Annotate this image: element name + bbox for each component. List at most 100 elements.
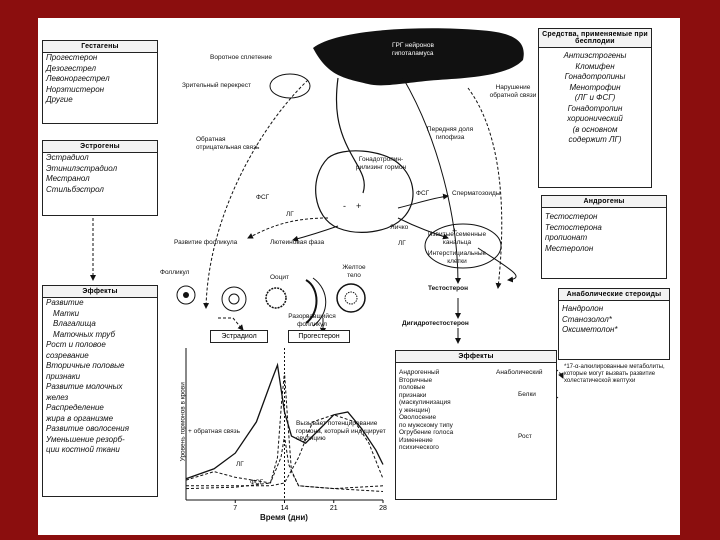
- testis-label: Яичко: [390, 224, 409, 231]
- lh-left-label: ЛГ: [286, 211, 294, 218]
- effects-item: жира в организме: [46, 413, 114, 423]
- male-effect-item: психического: [399, 444, 439, 451]
- optic-chiasm: [269, 73, 311, 99]
- progesterone-pill: Прогестерон: [288, 330, 350, 343]
- estrogens-item: Местранол: [46, 174, 90, 183]
- follicle-label: Фолликул: [160, 269, 190, 276]
- x-tick-label: 7: [233, 505, 237, 512]
- male-effect-item: Огрубение голоса: [399, 429, 454, 436]
- ruptured-label: Разорвавшийся фолликул: [288, 313, 336, 328]
- hypothalamus-shape: [313, 28, 524, 86]
- corpus-luteum-label: Желтое тело: [342, 264, 366, 279]
- male-effect-item: Изменение: [399, 436, 433, 444]
- effects-item: Рост и половое: [46, 340, 106, 349]
- ovulation-note: Вызывает потенцирование гормона, который…: [296, 420, 386, 442]
- male-effect-item: Оволосение: [399, 414, 437, 421]
- footnote: *17-α-алкилированные метаболиты, которые…: [564, 364, 665, 384]
- female-effects-box: Эффекты Развитие Матки Влагалища Маточны…: [42, 285, 158, 497]
- gestagens-box: Гестагены Прогестерон Дезогестрел Левоно…: [42, 40, 158, 124]
- estrogens-item: Стильбэстрол: [46, 184, 104, 194]
- series-line-3: [185, 436, 384, 490]
- infertility-item: Гонадотропин: [567, 103, 623, 113]
- follicle-dev-label: Развитие фолликула: [174, 239, 238, 246]
- male-effect-item: Андрогенный: [399, 369, 440, 376]
- male-effect-item: Вторичные: [399, 376, 433, 384]
- chart-fsh-label: ФСГ: [250, 479, 264, 486]
- x-tick-label: 28: [379, 505, 387, 512]
- effects-item: Матки: [53, 308, 80, 318]
- effects-item: Вторичные половые: [46, 361, 125, 370]
- male-effect-item: половые: [399, 384, 426, 391]
- diagram-sheet: 7 14 21 28 Гестагены Прогестерон Дезогестре…: [38, 18, 680, 535]
- infertility-item: Менотрофин: [569, 82, 621, 92]
- effects-item: Распределение: [46, 403, 104, 412]
- pituitary-label: Передняя доля гипофиза: [426, 126, 474, 141]
- fsh-left-label: ФСГ: [256, 194, 270, 201]
- gestagens-item: Прогестерон: [46, 53, 98, 62]
- series-line-1: [186, 414, 384, 487]
- androgens-item: пропионат: [545, 233, 588, 242]
- gestagens-title: Гестагены: [43, 41, 157, 53]
- minus-sign-1: -: [343, 201, 346, 211]
- chart-lh-label: ЛГ: [236, 461, 244, 468]
- male-effect-protein: Белки: [518, 391, 536, 398]
- corpus-luteum: [336, 283, 366, 313]
- leydig-label: Интерстициальные клетки: [427, 250, 487, 265]
- male-effects-box: Эффекты Андрогенный Вторичные половые пр…: [395, 350, 557, 500]
- female-effects-title: Эффекты: [43, 286, 157, 298]
- effects-item: Развитие: [46, 298, 84, 307]
- series-line-0: [185, 362, 384, 480]
- plus-sign-2: +: [452, 226, 458, 236]
- male-effect-item: признаки: [399, 391, 427, 399]
- effects-item: признаки: [46, 371, 81, 381]
- infertility-item: содержит ЛГ): [568, 135, 622, 144]
- male-effects-title: Эффекты: [396, 351, 556, 363]
- effects-item: Влагалища: [53, 319, 96, 328]
- testis-shape: [424, 223, 502, 269]
- lh-right-label: ЛГ: [398, 240, 406, 247]
- estrogens-item: Этинилэстрадиол: [46, 163, 118, 173]
- testosterone-label: Тестостерон: [428, 285, 469, 292]
- ovum-label: Ооцит: [270, 274, 290, 281]
- hormone-chart: 7 14 21 28: [185, 348, 387, 512]
- effects-item: ции костной ткани: [46, 445, 120, 454]
- anabolic-box: Анаболические стероиды Нандролон Станозо…: [558, 288, 670, 360]
- androgens-title: Андрогены: [542, 196, 666, 208]
- plus-sign-1: +: [356, 201, 362, 211]
- male-effect-item: (маскулинизация: [399, 399, 451, 406]
- chart-x-label: Время (дни): [260, 513, 308, 522]
- estradiol-pill: Эстрадиол: [210, 330, 268, 343]
- gestagens-item: Левоноргестрел: [46, 74, 110, 83]
- fsh-right-label: ФСГ: [416, 190, 430, 197]
- androgens-item: Местеролон: [545, 243, 594, 253]
- infertility-item: Антиэстрогены: [563, 51, 627, 60]
- male-effect-anabolic: Анаболический: [496, 369, 543, 376]
- x-tick-label: 14: [281, 505, 289, 512]
- x-tick-label: 21: [330, 505, 338, 512]
- infertility-item: Гонадотропины: [564, 72, 626, 81]
- optic-label: Зрительный перекрест: [182, 82, 252, 89]
- estrogens-box: Эстрогены Эстрадиол Этинилэстрадиол Мест…: [42, 140, 158, 216]
- infertility-item: (в основном: [572, 124, 618, 134]
- estrogens-item: Эстрадиол: [46, 153, 89, 162]
- androgens-box: Андрогены Тестостерон Тестостерона пропи…: [541, 195, 667, 279]
- effects-item: Маточных труб: [53, 329, 115, 339]
- infertility-item: Кломифен: [575, 61, 615, 71]
- effects-item: Развитие оволосения: [46, 424, 129, 433]
- effects-item: Развитие молочных: [46, 382, 123, 391]
- gnrh-label: ГРГ нейронов гипоталамуса: [392, 42, 434, 57]
- chart-y-label: Уровень гормонов в крови: [179, 382, 187, 462]
- gestagens-item: Норэтистерон: [46, 84, 105, 94]
- luteal-label: Лютеиновая фаза: [270, 239, 325, 246]
- anabolic-item: Нандролон: [562, 304, 604, 313]
- short-loop-label: Обратная отрицательная связь: [196, 136, 260, 151]
- ruptured-follicle: [305, 279, 318, 324]
- stalk: [335, 77, 365, 194]
- infertility-title: Средства, применяемые при бесплодии: [539, 29, 651, 48]
- infertility-item: (ЛГ и ФСГ): [574, 93, 616, 102]
- follicle-1: [176, 285, 196, 305]
- neg-feedback-label: + обратная связь: [188, 428, 241, 435]
- follicle-2: [221, 286, 247, 312]
- androgens-item: Тестостерона: [545, 222, 602, 232]
- infertility-box: Средства, применяемые при бесплодии Анти…: [538, 28, 652, 188]
